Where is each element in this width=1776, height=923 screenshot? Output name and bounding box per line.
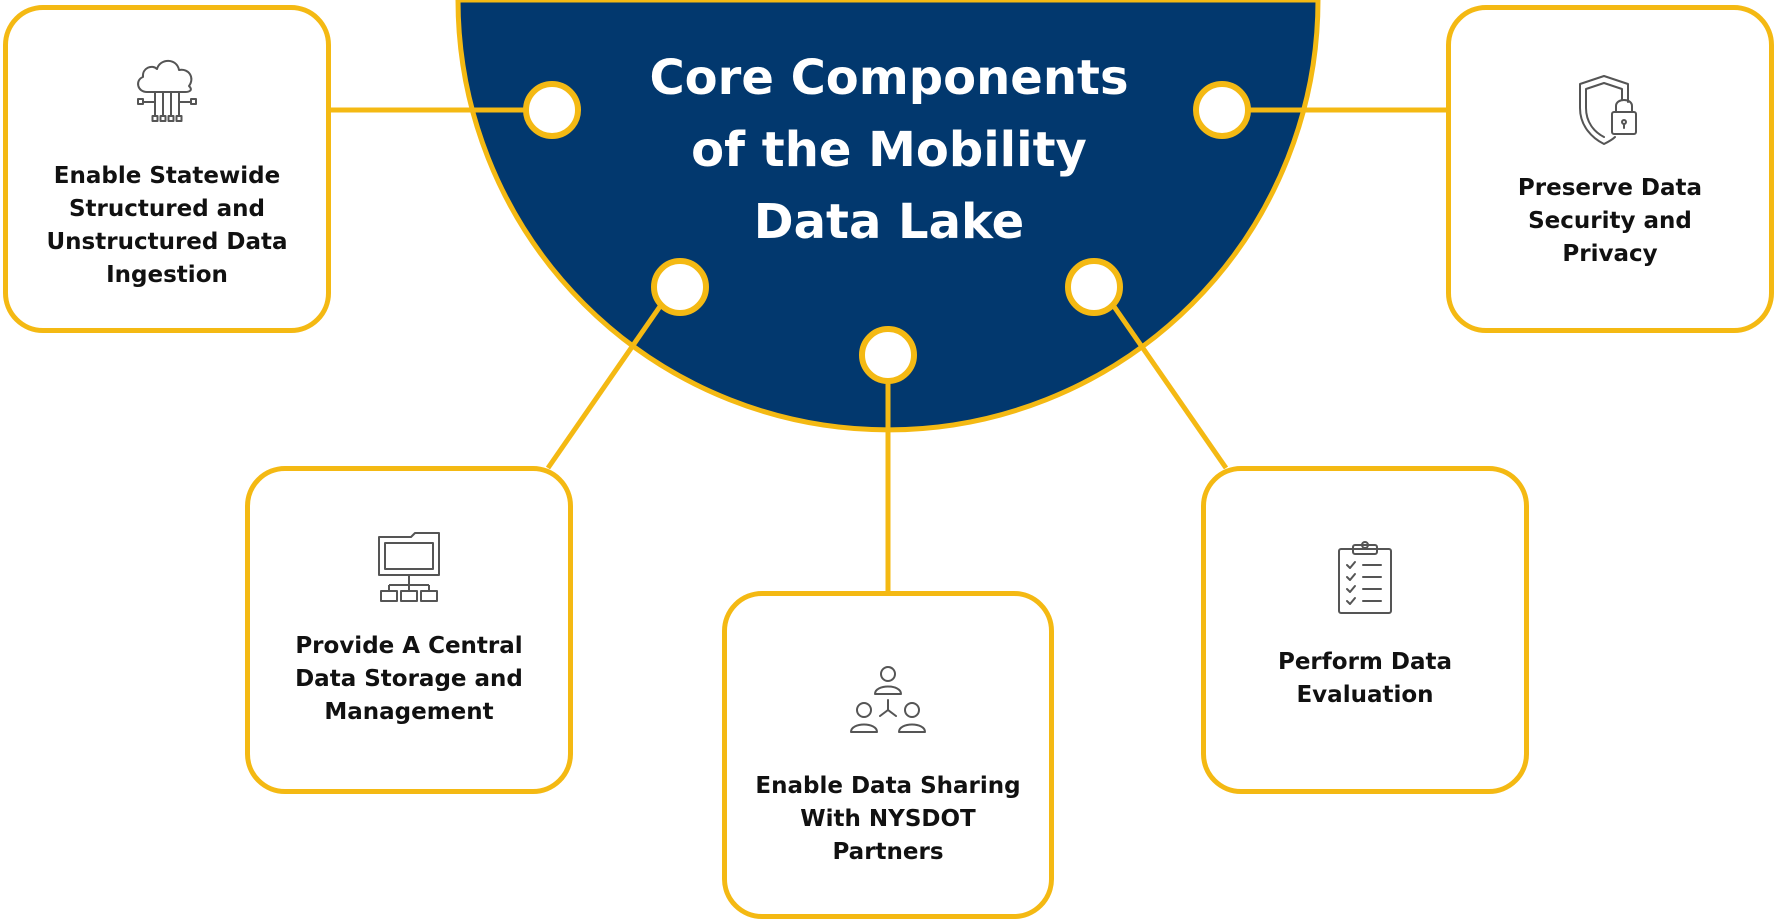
label-line: Provide A Central — [295, 633, 523, 659]
connector-evaluation — [1110, 303, 1229, 470]
card-security: Preserve Data Security and Privacy — [1446, 5, 1774, 333]
label-line: Management — [324, 699, 494, 725]
card-ingestion-label: Enable Statewide Structured and Unstruct… — [26, 160, 308, 292]
cloud-network-icon — [137, 59, 197, 122]
label-line: Unstructured Data — [46, 229, 288, 255]
label-line: Data Storage and — [295, 666, 523, 692]
node-security — [1193, 81, 1251, 139]
label-line: Partners — [832, 839, 944, 865]
center-title: Core Components of the Mobility Data Lak… — [601, 42, 1177, 258]
label-line: Preserve Data — [1517, 175, 1703, 201]
clipboard-checklist-icon — [1338, 541, 1392, 614]
node-sharing — [859, 326, 917, 384]
label-line: Enable Data Sharing — [755, 773, 1021, 799]
center-title-line: Data Lake — [753, 194, 1025, 250]
card-sharing-label: Enable Data Sharing With NYSDOT Partners — [745, 770, 1031, 869]
card-evaluation-label: Perform Data Evaluation — [1224, 646, 1506, 712]
label-line: With NYSDOT — [800, 806, 976, 832]
card-ingestion: Enable Statewide Structured and Unstruct… — [3, 5, 331, 333]
card-sharing: Enable Data Sharing With NYSDOT Partners — [722, 591, 1054, 919]
folder-hierarchy-icon — [378, 532, 440, 602]
label-line: Privacy — [1562, 241, 1658, 267]
label-line: Structured and — [68, 196, 266, 222]
label-line: Perform Data — [1277, 649, 1453, 675]
center-title-line: of the Mobility — [691, 122, 1087, 178]
connector-storage — [545, 303, 664, 470]
card-storage-label: Provide A Central Data Storage and Manag… — [268, 630, 550, 729]
label-line: Evaluation — [1296, 682, 1434, 708]
center-title-line: Core Components — [649, 50, 1129, 106]
people-network-icon — [850, 666, 926, 733]
card-security-label: Preserve Data Security and Privacy — [1469, 172, 1751, 271]
center-semicircle — [455, 0, 1321, 433]
shield-lock-icon — [1579, 75, 1637, 145]
label-line: Enable Statewide — [53, 163, 281, 189]
label-line: Security and — [1528, 208, 1692, 234]
node-ingestion — [523, 81, 581, 139]
node-evaluation — [1065, 258, 1123, 316]
label-line: Ingestion — [106, 262, 228, 288]
card-storage: Provide A Central Data Storage and Manag… — [245, 466, 573, 794]
node-storage — [651, 258, 709, 316]
card-evaluation: Perform Data Evaluation — [1201, 466, 1529, 794]
